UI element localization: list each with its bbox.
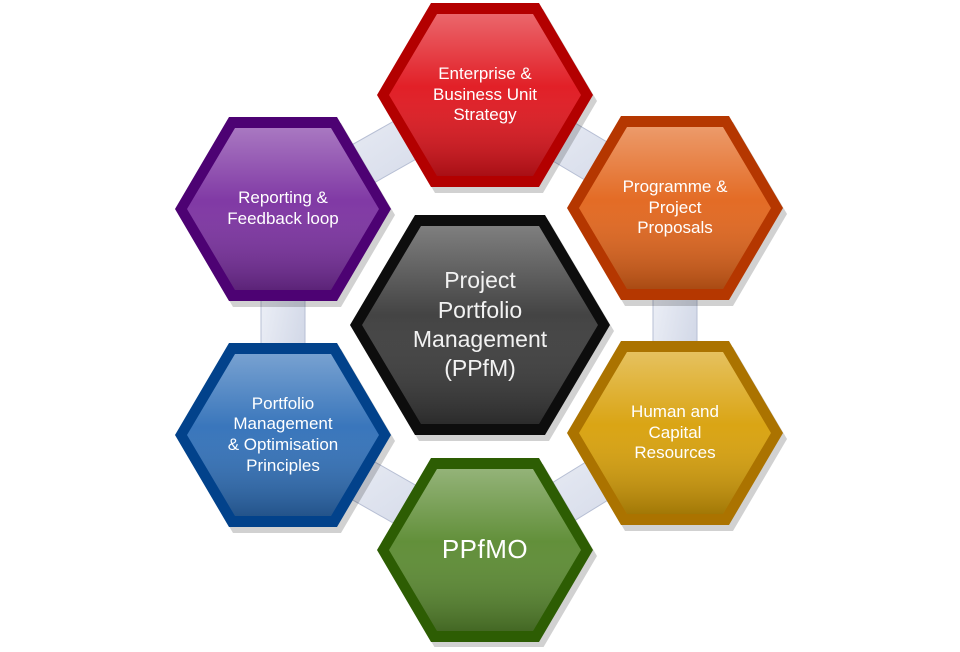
reporting-label: Reporting & Feedback loop <box>227 188 339 228</box>
hexagon-center <box>350 215 614 441</box>
hexagon-ppfmo <box>377 458 597 648</box>
hexagon-strategy <box>377 3 597 193</box>
proposals-label: Programme & Project Proposals <box>622 176 728 238</box>
hexagon-reporting <box>175 117 395 307</box>
center-label: Project Portfolio Management (PPfM) <box>412 267 548 382</box>
hexagon-principles <box>175 343 395 533</box>
principles-label: Portfolio Management & Optimisation Prin… <box>227 393 339 475</box>
hexagon-group <box>175 3 787 648</box>
hexagon-proposals <box>567 116 787 306</box>
hexagon-resources <box>567 341 787 531</box>
resources-label: Human and Capital Resources <box>631 401 719 463</box>
ppfmo-label: PPfMO <box>441 534 529 565</box>
strategy-label: Enterprise & Business Unit Strategy <box>433 63 537 125</box>
